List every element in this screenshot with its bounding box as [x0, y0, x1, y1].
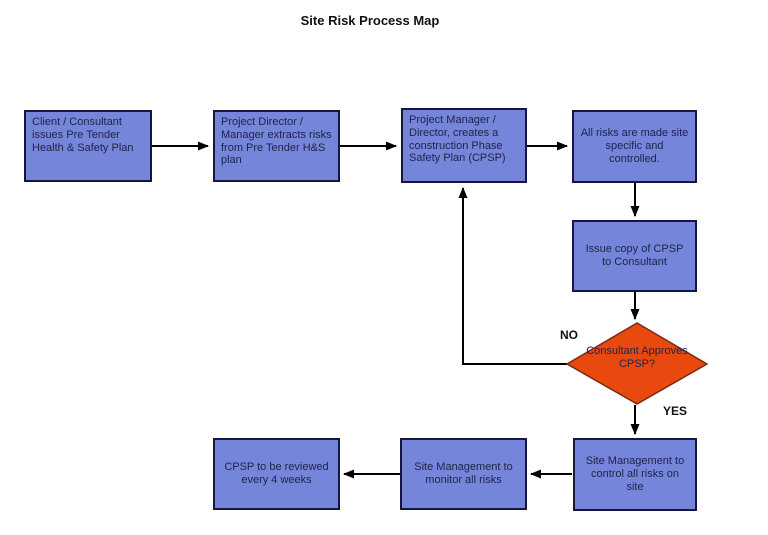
flow-box-risks-site-specific: All risks are made site specific and con… [572, 110, 697, 183]
flow-box-label: Site Management to control all risks on … [585, 455, 685, 493]
flow-box-label: All risks are made site specific and con… [580, 127, 689, 165]
flow-box-cpsp-reviewed: CPSP to be reviewed every 4 weeks [213, 438, 340, 510]
flow-box-label: Project Manager / Director, creates a co… [409, 114, 506, 165]
flow-box-project-director: Project Director / Manager extracts risk… [213, 110, 340, 182]
flow-box-site-management-monitor: Site Management to monitor all risks [400, 438, 527, 510]
decision-yes-label: YES [663, 404, 688, 418]
decision-diamond [565, 322, 709, 405]
flow-box-label: Site Management to monitor all risks [414, 461, 513, 486]
decision-no-label: NO [560, 328, 578, 342]
flow-box-label: CPSP to be reviewed every 4 weeks [224, 461, 329, 486]
flow-box-label: Client / Consultant issues Pre Tender He… [32, 116, 134, 154]
flow-box-client-consultant: Client / Consultant issues Pre Tender He… [24, 110, 152, 182]
flow-box-project-manager-cpsp: Project Manager / Director, creates a co… [401, 108, 527, 183]
flow-box-label: Issue copy of CPSP to Consultant [585, 243, 684, 268]
diagram-title: Site Risk Process Map [300, 13, 440, 28]
arrow-decision-no-feedback [458, 187, 567, 365]
flow-box-issue-copy-cpsp: Issue copy of CPSP to Consultant [572, 220, 697, 292]
flow-box-site-management-control: Site Management to control all risks on … [573, 438, 697, 511]
decision-label: Consultant Approves CPSP? [586, 345, 688, 371]
flow-box-label: Project Director / Manager extracts risk… [221, 116, 332, 167]
